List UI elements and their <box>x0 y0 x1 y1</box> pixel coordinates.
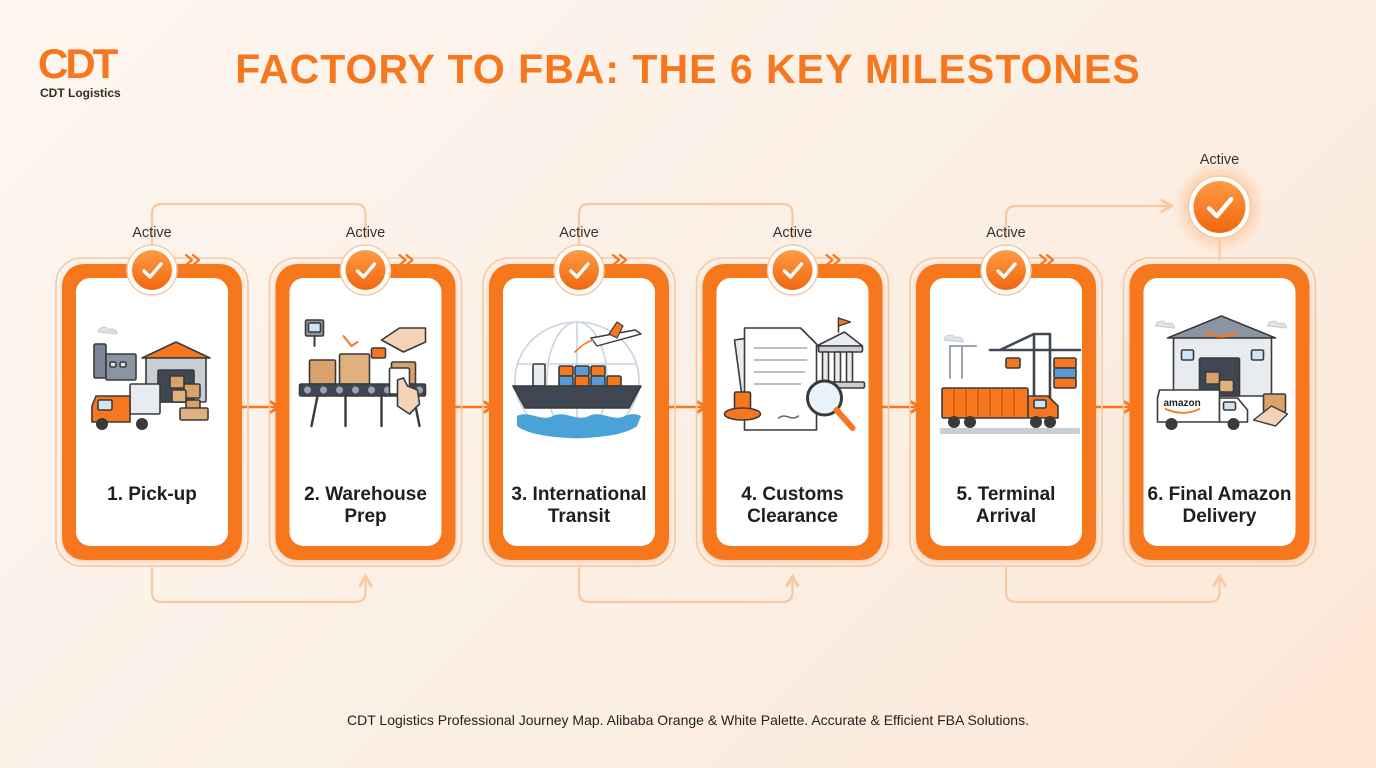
status-check-badge-6 <box>1173 161 1266 261</box>
status-label-3: Active <box>559 225 599 241</box>
svg-text:CDT: CDT <box>38 40 119 84</box>
double-chevron-icon <box>398 253 414 267</box>
milestone-label-line2: Transit <box>547 506 611 527</box>
milestone-card-1 <box>55 257 249 567</box>
milestone-label-line2: Prep <box>344 506 387 527</box>
van-brand-text: amazon <box>1164 398 1201 409</box>
milestone-label-line2: Clearance <box>747 506 838 527</box>
milestone-label-line1: 4. Customs <box>741 484 844 505</box>
status-check-badge-5 <box>980 244 1055 296</box>
status-check-badge-1 <box>126 244 201 296</box>
footer-caption: CDT Logistics Professional Journey Map. … <box>347 712 1029 728</box>
brand-name: CDT Logistics <box>40 86 121 100</box>
status-label-5: Active <box>986 225 1026 241</box>
check-icon <box>355 262 377 279</box>
milestone-label-line2: Delivery <box>1182 506 1257 527</box>
status-label-1: Active <box>132 225 172 241</box>
status-check-badge-3 <box>553 244 628 296</box>
double-chevron-icon <box>184 253 201 267</box>
status-check-badge-4 <box>766 244 841 296</box>
double-chevron-icon <box>1038 253 1055 267</box>
check-icon <box>142 262 163 279</box>
milestone-label-1: 1. Pick-up <box>72 484 232 506</box>
badges-layer <box>126 161 1266 296</box>
connector-loop-2 <box>577 202 794 264</box>
milestone-card-5 <box>909 257 1103 567</box>
status-check-badge-2 <box>339 244 414 296</box>
ship-plane-globe-icon <box>512 321 642 439</box>
double-chevron-icon <box>611 253 628 267</box>
milestone-label-line1: 5. Terminal <box>956 484 1056 505</box>
connector-loop-4 <box>150 566 373 604</box>
double-chevron-icon <box>825 253 841 267</box>
connector-loop-1 <box>150 202 367 264</box>
status-label-4: Active <box>772 225 813 241</box>
milestone-card-4 <box>695 257 890 567</box>
milestone-label-line1: 1. Pick-up <box>107 484 197 505</box>
cdt-logo: CDT <box>38 40 122 84</box>
connector-loop-5 <box>577 566 800 604</box>
milestone-card-2 <box>268 257 463 567</box>
status-label-2: Active <box>345 225 386 241</box>
truck-factory-warehouse-icon <box>91 326 211 430</box>
documents-stamp-magnifier-icon <box>723 317 866 431</box>
status-label-6: Active <box>1199 152 1240 168</box>
milestone-card-3 <box>482 257 676 567</box>
milestone-label-line1: 3. International <box>511 484 647 505</box>
check-icon <box>1206 196 1234 219</box>
milestone-label-line1: 2. Warehouse <box>304 484 427 505</box>
connector-loop-3 <box>1004 198 1175 240</box>
cards-layer: amazon <box>55 257 1317 567</box>
amazon-warehouse-van-icon: amazon <box>1155 315 1289 430</box>
milestone-label-line1: 6. Final Amazon <box>1147 484 1292 505</box>
port-crane-truck-icon <box>940 332 1082 434</box>
check-icon <box>782 262 804 279</box>
milestone-label-line2: Arrival <box>975 506 1037 527</box>
milestone-card-6: amazon <box>1122 257 1317 567</box>
connector-layer <box>150 198 1227 604</box>
check-icon <box>569 262 590 279</box>
page-title: FACTORY TO FBA: THE 6 KEY MILESTONES <box>235 46 1141 92</box>
check-icon <box>996 262 1017 279</box>
connector-loop-6 <box>1004 566 1227 604</box>
conveyor-scanner-icon <box>298 319 427 428</box>
